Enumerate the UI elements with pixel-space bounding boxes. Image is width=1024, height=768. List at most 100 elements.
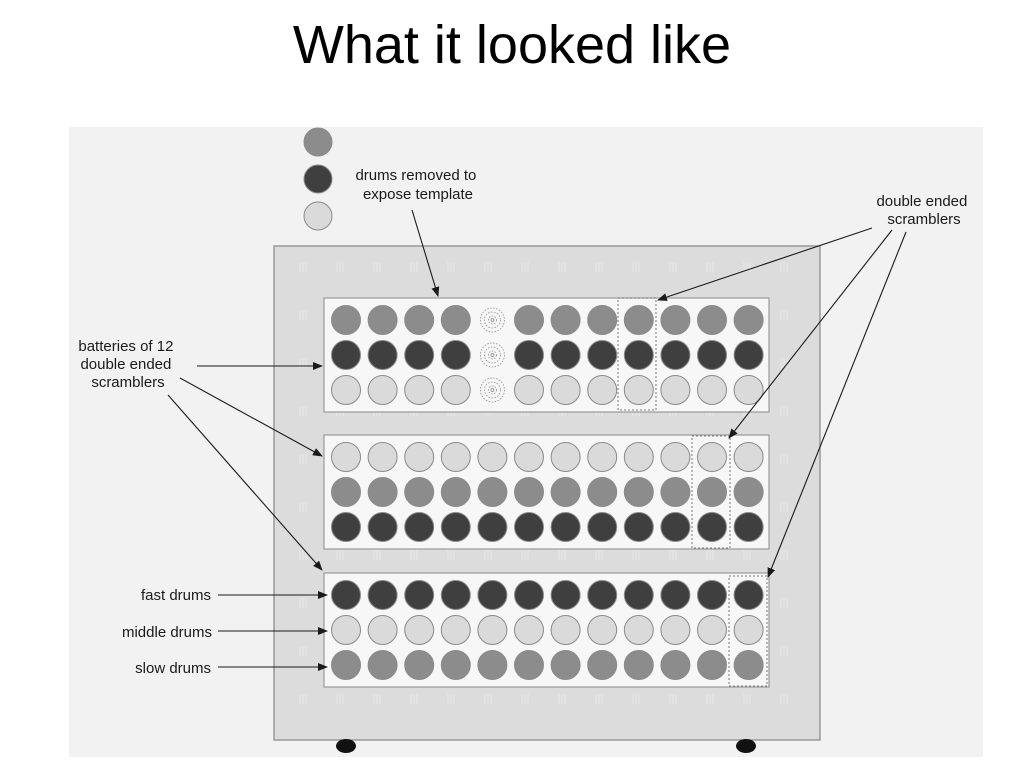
drum-medium (367, 650, 398, 680)
label-middle-drums: middle drums (122, 624, 212, 641)
template-ring (487, 315, 497, 325)
drum-light (440, 375, 471, 405)
battery-panel-top (323, 297, 770, 413)
template-ring (487, 350, 497, 360)
template-ring (483, 311, 501, 329)
battery-panel-bottom (323, 572, 770, 688)
drum-dark (440, 340, 471, 370)
legend-drum-light (303, 201, 333, 231)
label-double-ended: double ended scramblers (876, 193, 971, 228)
drum-dark (623, 340, 654, 370)
label-batteries-line2: double ended (80, 356, 171, 373)
arrow-double-ended-middle (728, 229, 893, 439)
template-ring (490, 388, 495, 392)
drum-light (404, 442, 435, 472)
drum-batteries (331, 305, 764, 680)
drum-medium (733, 650, 764, 680)
drum-medium (587, 477, 618, 507)
arrow-drums-removed (411, 209, 440, 297)
drum-dark (587, 512, 618, 542)
drum-dark (697, 512, 727, 542)
drum-medium (550, 650, 581, 680)
template-ring (479, 377, 505, 403)
arrow-double-ended-top (657, 227, 873, 301)
drum-dark (367, 580, 398, 610)
drum-medium (697, 650, 727, 680)
drum-dark (587, 580, 618, 610)
drum-dark (514, 512, 544, 542)
slide-title: What it looked like (292, 15, 732, 75)
arrow-batteries-middle (179, 377, 323, 457)
scrambler-outline-top (617, 297, 657, 411)
drum-dark (550, 340, 581, 370)
drum-dark (623, 580, 654, 610)
drum-medium (660, 650, 691, 680)
drum-medium (587, 305, 618, 335)
template-marker (479, 342, 505, 368)
drum-light (623, 615, 654, 645)
drum-medium (331, 650, 361, 680)
drum-dark (733, 580, 764, 610)
drum-medium (331, 305, 361, 335)
template-ring (483, 346, 501, 364)
drum-medium (440, 477, 471, 507)
drum-light (697, 615, 727, 645)
arrow-double-ended-bottom (767, 231, 907, 578)
template-marker (479, 307, 505, 333)
template-ring (490, 353, 495, 357)
drum-light (404, 375, 435, 405)
drum-light (331, 615, 361, 645)
drum-dark (331, 340, 361, 370)
drum-medium (660, 305, 691, 335)
drum-medium (477, 477, 508, 507)
drum-dark (331, 512, 361, 542)
drum-dark (331, 580, 361, 610)
scrambler-outline-bottom (728, 575, 768, 687)
drum-light (587, 375, 618, 405)
drum-dark (660, 580, 691, 610)
drum-light (367, 375, 398, 405)
drum-light (697, 375, 727, 405)
template-marker (479, 377, 505, 403)
drum-dark (697, 580, 727, 610)
label-double-ended-line1: double ended (876, 193, 967, 210)
drum-light (477, 442, 508, 472)
drum-dark (367, 512, 398, 542)
cabinet-foot-left (336, 739, 356, 753)
drum-light (623, 442, 654, 472)
drum-medium (367, 477, 398, 507)
drum-medium (550, 477, 581, 507)
drum-medium (404, 305, 435, 335)
drum-light (733, 442, 764, 472)
drum-dark (440, 580, 471, 610)
label-slow-drums: slow drums (135, 660, 211, 677)
drum-medium (404, 650, 435, 680)
template-ring (490, 318, 495, 322)
drum-light (440, 615, 471, 645)
drum-medium (404, 477, 435, 507)
drum-dark (514, 340, 544, 370)
template-ring (479, 307, 505, 333)
drum-light (733, 615, 764, 645)
drum-medium (367, 305, 398, 335)
label-batteries-line3: scramblers (91, 374, 164, 391)
drum-light (514, 442, 544, 472)
drum-light (404, 615, 435, 645)
drum-medium (477, 650, 508, 680)
drum-light (587, 442, 618, 472)
drum-light (550, 375, 581, 405)
drum-light (550, 442, 581, 472)
drum-dark (404, 580, 435, 610)
label-fast-drums: fast drums (141, 587, 211, 604)
drum-light (660, 615, 691, 645)
drum-light (514, 375, 544, 405)
drum-medium (733, 305, 764, 335)
drum-light (331, 375, 361, 405)
drum-medium (514, 477, 544, 507)
drum-medium (440, 650, 471, 680)
label-drums-removed: drums removed to expose template (355, 167, 480, 203)
drum-dark (587, 340, 618, 370)
drum-medium (697, 305, 727, 335)
drum-medium (660, 477, 691, 507)
